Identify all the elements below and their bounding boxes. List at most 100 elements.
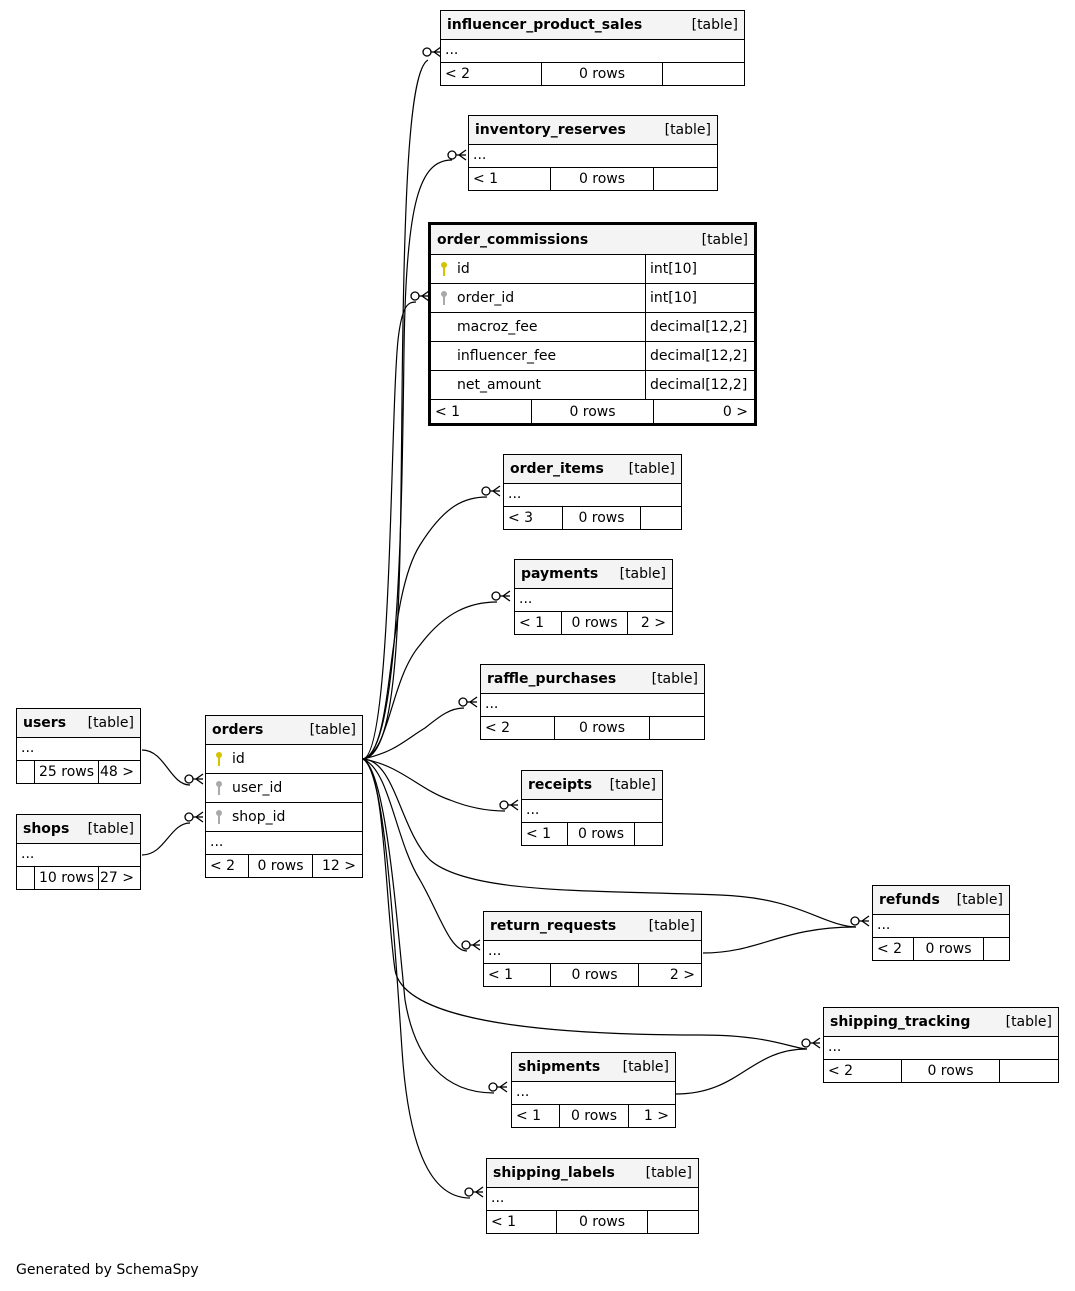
parents-count[interactable]: < 1 (516, 1108, 542, 1124)
children-count[interactable]: 2 > (627, 612, 672, 634)
children-count[interactable] (634, 823, 662, 845)
columns-ellipsis: ... (504, 484, 681, 507)
row-count: 0 rows (562, 507, 640, 529)
row-count: 0 rows (248, 855, 312, 877)
column-row-id[interactable]: id (206, 745, 362, 774)
table-name[interactable]: shops (23, 821, 70, 837)
edge-orders-shipments (362, 758, 495, 1094)
parents-count[interactable]: < 1 (519, 615, 545, 631)
columns-ellipsis: ... (17, 738, 140, 761)
table-type: [table] (664, 122, 711, 138)
columns-ellipsis: ... (873, 915, 1009, 938)
children-count[interactable] (649, 717, 704, 739)
parents-count[interactable] (17, 761, 34, 783)
children-count[interactable]: 2 > (638, 964, 701, 986)
table-name[interactable]: users (23, 715, 67, 731)
parents-count[interactable]: < 1 (435, 403, 461, 420)
children-count[interactable]: 0 > (653, 400, 754, 423)
columns-ellipsis: ... (824, 1037, 1058, 1060)
columns-ellipsis: ... (469, 145, 717, 168)
foreign-key-icon (431, 290, 457, 306)
column-type: decimal[12,2] (650, 319, 748, 335)
table-orders[interactable]: orders[table] id user_id shop_id ... < 2… (205, 715, 363, 878)
children-count[interactable]: 27 > (98, 867, 140, 889)
table-type: [table] (651, 671, 698, 687)
edge-orders-inventory-reserves (362, 159, 453, 760)
column-type: int[10] (650, 290, 697, 306)
children-count[interactable] (653, 168, 717, 190)
column-name: net_amount (457, 377, 541, 393)
table-type: [table] (309, 722, 356, 738)
parents-count[interactable]: < 3 (508, 510, 534, 526)
parents-count[interactable]: < 2 (828, 1063, 854, 1079)
table-name[interactable]: influencer_product_sales (447, 17, 643, 33)
table-name[interactable]: shipments (518, 1059, 601, 1075)
children-count[interactable]: 1 > (628, 1105, 675, 1127)
parents-count[interactable]: < 2 (445, 66, 471, 82)
table-type: [table] (87, 821, 134, 837)
parents-count[interactable]: < 2 (485, 720, 511, 736)
column-type: decimal[12,2] (650, 377, 748, 393)
table-name[interactable]: inventory_reserves (475, 122, 626, 138)
children-count[interactable] (647, 1211, 698, 1233)
parents-count[interactable]: < 1 (491, 1214, 517, 1230)
edge-orders-order-commissions (362, 301, 417, 760)
table-name[interactable]: payments (521, 566, 599, 582)
table-name[interactable]: orders (212, 722, 264, 738)
children-count[interactable] (999, 1060, 1058, 1082)
table-name[interactable]: order_commissions (437, 231, 589, 248)
table-type: [table] (645, 1165, 692, 1181)
parents-count[interactable] (17, 867, 34, 889)
table-name[interactable]: return_requests (490, 918, 617, 934)
table-type: [table] (619, 566, 666, 582)
edge-orders-return-requests (362, 758, 468, 952)
parents-count[interactable]: < 1 (473, 171, 499, 187)
column-type: int[10] (650, 261, 697, 277)
children-count[interactable]: 12 > (312, 855, 362, 877)
table-name[interactable]: raffle_purchases (487, 671, 617, 687)
table-name[interactable]: receipts (528, 777, 593, 793)
table-name[interactable]: shipping_tracking (830, 1014, 971, 1030)
edge-orders-raffle-purchases (362, 707, 465, 760)
table-type: [table] (1005, 1014, 1052, 1030)
column-row-shop-id[interactable]: shop_id (206, 803, 362, 832)
column-name: id (457, 261, 470, 277)
table-name[interactable]: refunds (879, 892, 940, 908)
parents-count[interactable]: < 2 (210, 858, 236, 874)
edge-return-requests-refunds (702, 926, 857, 954)
table-name[interactable]: order_items (510, 461, 604, 477)
column-row-net-amount[interactable]: net_amount decimal[12,2] (431, 371, 754, 400)
table-type: [table] (648, 918, 695, 934)
row-count: 0 rows (550, 964, 638, 986)
parents-count[interactable]: < 2 (877, 941, 903, 957)
children-count[interactable] (640, 507, 681, 529)
generated-by-footer: Generated by SchemaSpy (16, 1262, 199, 1278)
column-row-user-id[interactable]: user_id (206, 774, 362, 803)
column-row-id[interactable]: id int[10] (431, 255, 754, 284)
children-count[interactable] (662, 63, 744, 85)
parents-count[interactable]: < 1 (526, 826, 552, 842)
table-name[interactable]: shipping_labels (493, 1165, 615, 1181)
parents-count[interactable]: < 1 (488, 967, 514, 983)
table-type: [table] (87, 715, 134, 731)
children-count[interactable]: 48 > (98, 761, 140, 783)
columns-ellipsis: ... (481, 694, 704, 717)
children-count[interactable] (983, 938, 1009, 960)
